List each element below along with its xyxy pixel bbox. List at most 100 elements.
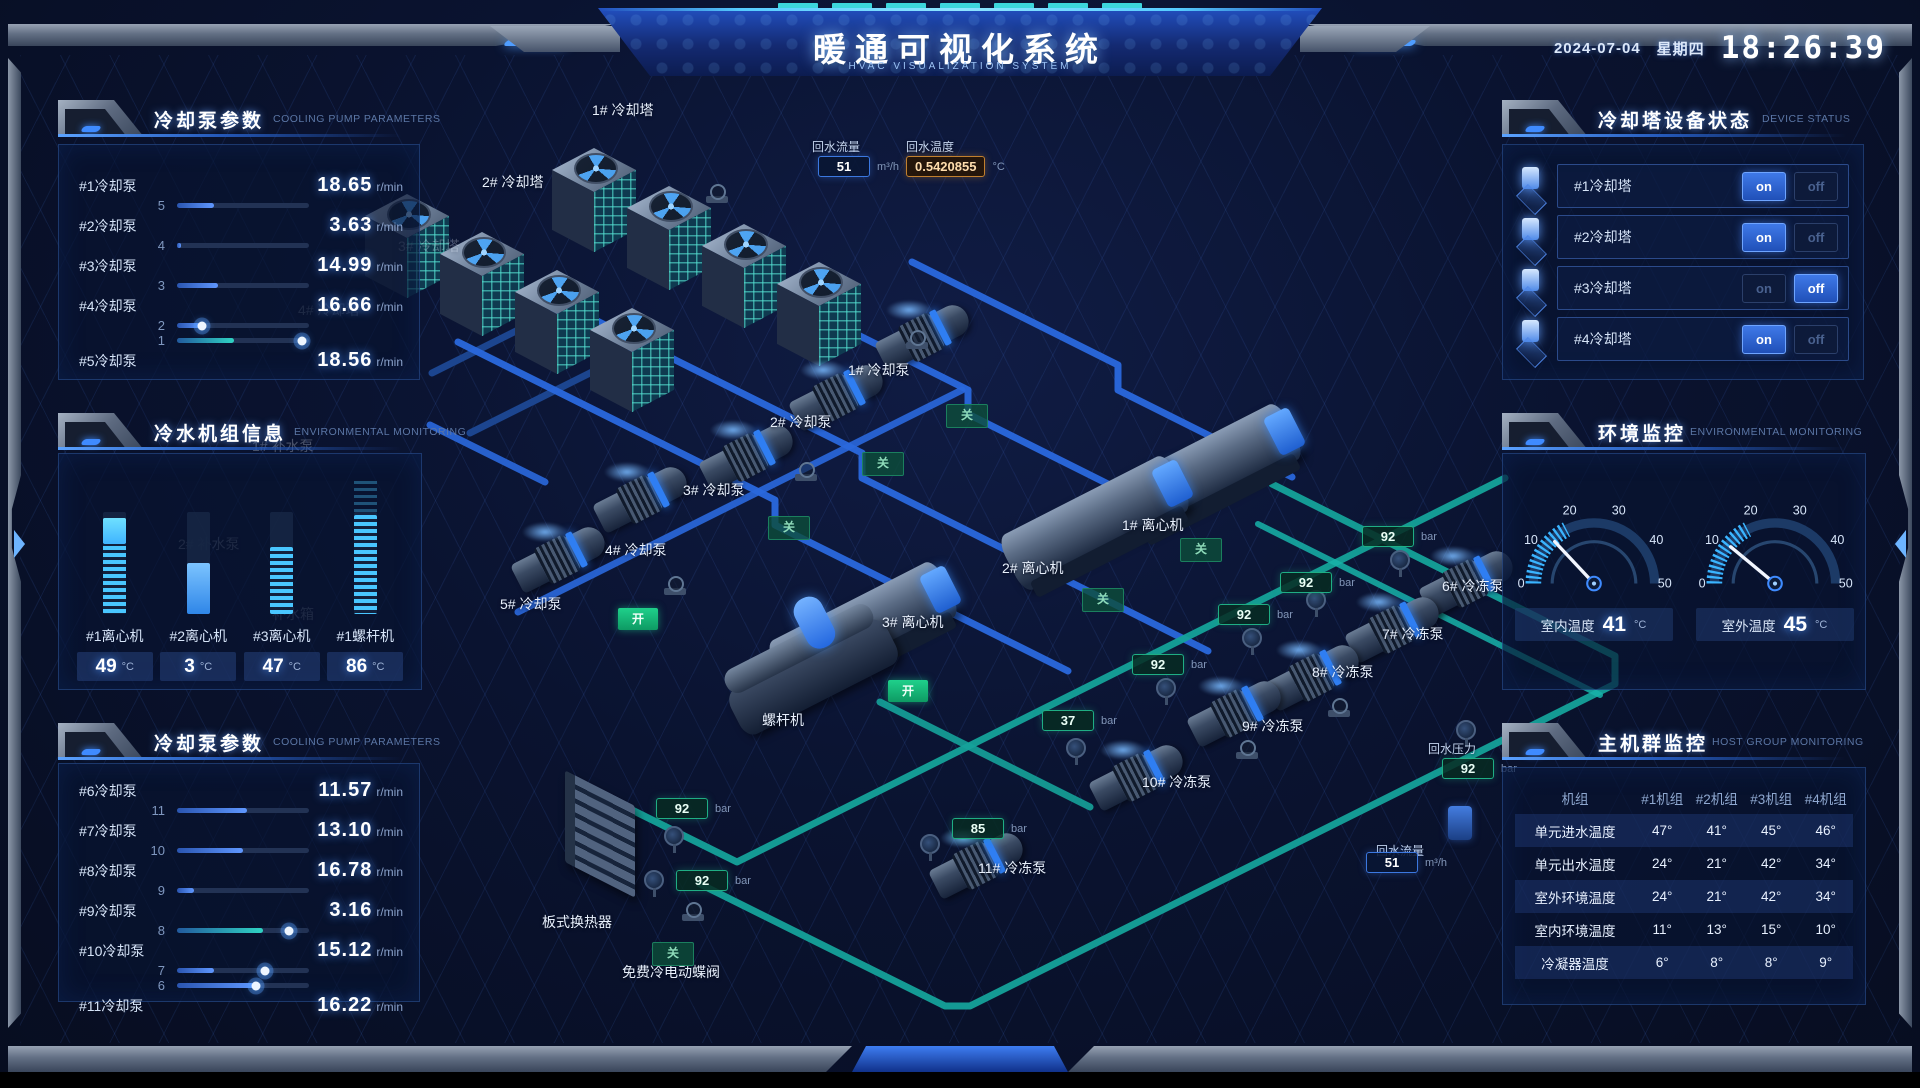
datetime-display: 2024-07-04 星期四 18:26:39 [1554,30,1886,66]
valve-icon[interactable] [1236,740,1258,761]
valve-state-closed[interactable]: 关 [862,452,904,476]
bar-label: #1螺杆机 [336,628,395,644]
valve-icon[interactable] [795,462,817,483]
on-button[interactable]: on [1742,171,1786,201]
pump-slider[interactable]: 8 [145,923,419,938]
valve-state-closed[interactable]: 关 [768,516,810,540]
valve-icon[interactable] [706,184,728,205]
panel-header: 环境监控 ENVIRONMENTAL MONITORING [1502,413,1864,450]
cooling-tower-unit[interactable] [552,148,636,252]
tower-icon [1513,266,1549,317]
off-button[interactable]: off [1794,324,1838,354]
panel-subtitle: COOLING PUMP PARAMETERS [273,113,441,125]
panel-subtitle: ENVIRONMENTAL MONITORING [294,426,467,438]
valve-icon[interactable] [906,330,928,351]
bar-value: 47°C [243,652,320,681]
equipment-label: 10# 冷冻泵 [1142,774,1212,790]
panel-body: #1冷却塔 on off #2冷却塔 on off #3冷却塔 on off #… [1502,144,1864,380]
pump-slider[interactable]: 3 [145,278,419,293]
cooling-tower-unit[interactable] [777,262,861,366]
flow-meter[interactable] [1448,806,1472,840]
panel-header: 冷水机组信息 ENVIRONMENTAL MONITORING [58,413,466,450]
bar-label: #3离心机 [252,628,311,644]
time-text: 18:26:39 [1720,30,1886,66]
pump-slider[interactable]: 1 [145,333,419,348]
pump-glow [886,300,932,320]
valve-icon[interactable] [1328,698,1350,719]
equipment-label: 2# 冷却泵 [770,414,832,430]
pump-glow [604,462,650,482]
valve-state-closed[interactable]: 关 [946,404,988,428]
panel-underline [58,134,420,137]
panel-header: 主机群监控 HOST GROUP MONITORING [1502,723,1864,760]
valve-icon[interactable] [664,576,686,597]
fan-icon [724,229,768,260]
pump-slider[interactable]: 10 [145,843,419,858]
equipment-label: 3# 冷却泵 [683,482,745,498]
off-button[interactable]: off [1794,222,1838,252]
equipment-label: 1# 离心机 [1122,517,1184,533]
valve-state-closed[interactable]: 关 [1082,588,1124,612]
valve-icon[interactable] [682,902,704,923]
equipment-label: 7# 冷冻泵 [1382,626,1444,642]
pump-slider[interactable]: 7 [145,963,419,978]
valve-state-open[interactable]: 开 [618,608,658,630]
cooling-tower-unit[interactable] [590,308,674,412]
pump-label: #7冷却泵 [79,822,137,839]
panel-subtitle: DEVICE STATUS [1762,113,1851,125]
title-top-dashes [778,3,1142,9]
page-subtitle: HVAC VISUALIZATION SYSTEM [848,61,1072,72]
svg-text:30: 30 [1792,504,1806,518]
pump-slider[interactable]: 5 [145,198,419,213]
pump-slider[interactable]: 6 [145,978,419,993]
svg-text:20: 20 [1562,504,1576,518]
bar-track [270,512,294,614]
on-button[interactable]: on [1742,324,1786,354]
off-button[interactable]: off [1794,171,1838,201]
panel-chiller-info: 冷水机组信息 ENVIRONMENTAL MONITORING #1离心机 49… [58,413,466,690]
bar-value: 49°C [76,652,153,681]
panel-body: 0 10 20 30 40 50 室内温度 41 °C [1502,453,1866,690]
on-button[interactable]: on [1742,222,1786,252]
cooling-tower-unit[interactable] [627,186,711,290]
panel-underline [1502,757,1864,760]
off-button[interactable]: off [1794,273,1838,303]
panel-title: 冷却泵参数 [154,734,265,755]
pump-slider[interactable]: 11 [145,803,419,818]
fan-icon [799,267,843,298]
date-text: 2024-07-04 [1553,39,1641,57]
pump-label: #4冷却泵 [79,297,137,314]
on-button[interactable]: on [1742,273,1786,303]
gauge-outdoor: 0 10 20 30 40 50 室外温度 45 °C [1691,502,1859,641]
pump-glow [522,522,568,542]
pump-slider[interactable]: 2 [145,318,419,333]
cooling-tower-unit[interactable] [515,270,599,374]
panel-subtitle: HOST GROUP MONITORING [1712,736,1864,748]
bar-label: #1离心机 [85,628,144,644]
cooling-tower-unit[interactable] [702,224,786,328]
valve-state-closed[interactable]: 关 [1180,538,1222,562]
pump-slider[interactable]: 4 [145,238,419,253]
pump-glow [710,420,756,440]
gauge-readout: 室外温度 45 °C [1695,608,1854,641]
tower-name: #2冷却塔 [1574,229,1632,245]
pressure-gauge-icon [1456,720,1476,747]
tower-name: #4冷却塔 [1574,331,1632,347]
valve-state-open[interactable]: 开 [888,680,928,702]
panel-header: 冷却泵参数 COOLING PUMP PARAMETERS [58,723,440,760]
valve-state-closed[interactable]: 关 [652,942,694,966]
panel-subtitle: ENVIRONMENTAL MONITORING [1690,426,1863,438]
pump-slider[interactable]: 9 [145,883,419,898]
panel-title: 主机群监控 [1598,734,1709,755]
